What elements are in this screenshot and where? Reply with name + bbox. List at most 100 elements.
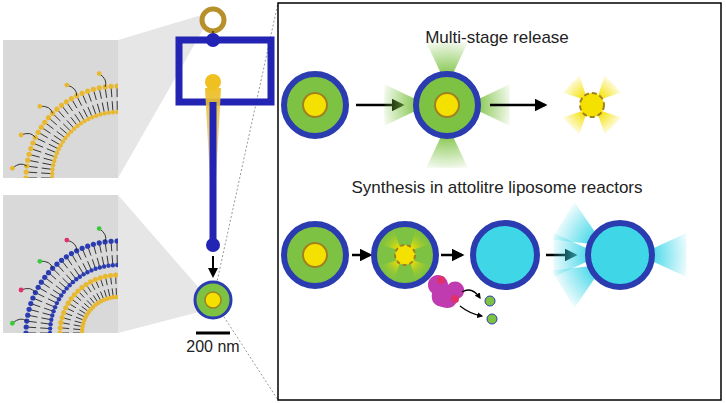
figure-shape	[108, 239, 113, 244]
figure-shape	[64, 99, 69, 104]
figure-shape	[64, 238, 69, 243]
figure-shape	[67, 283, 71, 287]
figure-shape	[103, 274, 108, 279]
figure-shape	[57, 297, 61, 301]
figure-shape	[435, 93, 459, 117]
figure-shape	[91, 242, 96, 247]
figure-shape	[42, 275, 47, 280]
figure-shape	[108, 84, 113, 89]
figure-shape	[55, 151, 59, 155]
figure-shape	[46, 115, 51, 120]
figure-shape	[75, 288, 80, 293]
figure-shape	[115, 263, 118, 267]
figure-shape	[58, 325, 63, 330]
figure-shape	[19, 133, 24, 138]
figure-shape	[563, 76, 587, 100]
figure-shape	[60, 315, 65, 320]
figure-shape	[61, 310, 66, 315]
figure-shape	[82, 119, 86, 123]
figure-shape	[416, 74, 478, 136]
figure-shape	[39, 125, 44, 130]
section-heading: Synthesis in attolitre liposome reactors	[351, 178, 642, 198]
figure-shape	[28, 146, 33, 151]
figure-shape	[205, 74, 221, 90]
figure-shape	[97, 226, 102, 231]
figure-shape	[108, 273, 113, 278]
figure-shape	[48, 322, 52, 326]
figure-shape	[93, 267, 97, 271]
figure-shape	[53, 155, 57, 159]
figure-shape	[85, 244, 90, 249]
figure-shape	[46, 270, 51, 275]
figure-shape	[206, 33, 220, 47]
figure-shape	[179, 40, 271, 102]
figure-shape	[473, 223, 537, 287]
figure-shape	[53, 305, 57, 309]
figure-shape	[63, 305, 68, 310]
scale-bar-label: 200 nm	[186, 337, 239, 357]
figure-shape	[206, 238, 220, 252]
figure-shape	[212, 256, 214, 276]
figure-shape	[3, 195, 118, 333]
figure-shape	[50, 313, 54, 317]
figure-group	[379, 229, 430, 280]
figure-shape	[113, 272, 118, 277]
figure-group	[10, 71, 118, 178]
figure-shape	[80, 91, 85, 96]
figure-shape	[97, 85, 102, 90]
figure-shape	[114, 238, 118, 243]
figure-shape	[106, 263, 110, 267]
figure-shape	[395, 245, 415, 265]
figure-shape	[19, 288, 24, 293]
figure-shape	[54, 262, 59, 267]
figure-shape	[97, 240, 102, 245]
figure-shape	[58, 320, 63, 325]
figure-group	[10, 226, 118, 333]
inset-panels	[3, 40, 120, 336]
figure-shape	[98, 112, 102, 116]
figure-shape	[42, 120, 47, 125]
figure-shape	[69, 251, 74, 256]
figure-shape	[118, 195, 199, 333]
figure-shape	[36, 130, 41, 135]
figure-shape	[85, 270, 89, 274]
inset-callouts	[118, 3, 278, 400]
product-liposome	[195, 282, 231, 333]
figure-shape	[410, 260, 431, 281]
figure-shape	[72, 292, 77, 297]
figure-shape	[26, 152, 31, 157]
figure-shape	[102, 111, 106, 115]
figure-shape	[59, 293, 63, 297]
figure-shape	[111, 110, 115, 114]
figure-shape	[91, 87, 96, 92]
figure-shape	[196, 332, 230, 335]
figure-shape	[59, 258, 64, 263]
figure-shape	[10, 321, 15, 326]
figure-shape	[69, 296, 74, 301]
figure-shape	[210, 102, 217, 245]
figure-shape	[84, 282, 89, 287]
figure-shape	[37, 104, 42, 109]
figure-shape	[59, 103, 64, 108]
figure-shape	[54, 107, 59, 112]
figure-shape	[451, 295, 459, 303]
figure-shape	[39, 280, 44, 285]
figure-shape	[97, 71, 102, 76]
figure-shape	[10, 166, 15, 171]
figure-shape	[55, 301, 59, 305]
figure-shape	[85, 89, 90, 94]
figure-shape	[80, 246, 85, 251]
figure-shape	[284, 224, 346, 286]
figure-shape	[114, 295, 118, 299]
right-panel	[278, 3, 721, 400]
figure-shape	[64, 254, 69, 259]
figure-shape	[114, 83, 118, 88]
figure-shape	[71, 280, 75, 284]
figure-shape	[81, 272, 85, 276]
reactor-sequence	[284, 202, 686, 324]
figure-shape	[50, 167, 54, 171]
figure-shape	[23, 175, 28, 178]
figure-shape	[50, 172, 54, 176]
figure-group	[552, 202, 687, 308]
figure-shape	[50, 176, 54, 178]
